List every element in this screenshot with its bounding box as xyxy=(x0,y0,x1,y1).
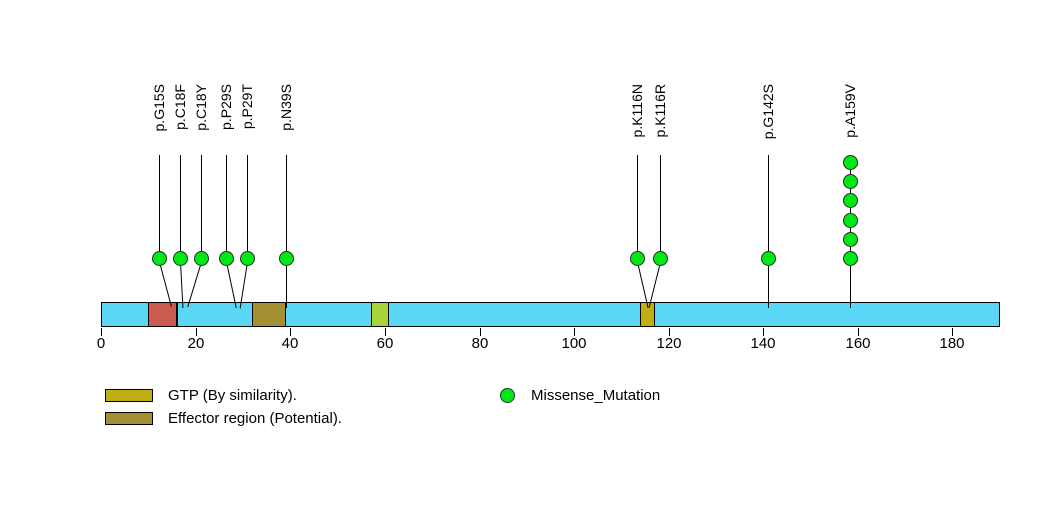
mutation-stem-p-P29T xyxy=(247,155,249,253)
axis-tick-80 xyxy=(480,328,481,336)
mutation-label-p-C18F[interactable]: p.C18F xyxy=(172,84,188,130)
axis-tick-100 xyxy=(574,328,575,336)
axis-tick-label-20: 20 xyxy=(187,335,205,352)
mutation-stem-bend-p-G15S xyxy=(159,261,173,307)
mutation-dot-p-A159V-1[interactable] xyxy=(843,155,858,170)
axis-tick-180 xyxy=(952,328,953,336)
axis-tick-160 xyxy=(858,328,859,336)
mutation-label-p-A159V[interactable]: p.A159V xyxy=(842,84,858,138)
axis-tick-40 xyxy=(290,328,291,336)
axis-tick-0 xyxy=(101,328,102,336)
mutation-label-p-G15S[interactable]: p.G15S xyxy=(151,84,167,132)
mutation-stem-p-G15S xyxy=(159,155,161,253)
axis-tick-60 xyxy=(385,328,386,336)
legend-label-effector: Effector region (Potential). xyxy=(168,410,342,427)
axis-tick-140 xyxy=(763,328,764,336)
mutation-label-p-K116R[interactable]: p.K116R xyxy=(652,84,668,138)
axis-tick-20 xyxy=(196,328,197,336)
mutation-stem-p-N39S xyxy=(286,155,288,308)
axis-tick-label-100: 100 xyxy=(561,335,587,352)
mutation-label-p-P29T[interactable]: p.P29T xyxy=(239,84,255,130)
axis-tick-label-40: 40 xyxy=(281,335,299,352)
mutation-stem-p-A159V xyxy=(850,155,852,308)
mutation-dot-p-A159V-4[interactable] xyxy=(843,213,858,228)
mutation-label-p-G142S[interactable]: p.G142S xyxy=(760,84,776,140)
mutation-stem-p-P29S xyxy=(226,155,228,253)
mutation-dot-p-K116N[interactable] xyxy=(630,251,645,266)
domain-region-effector-1[interactable] xyxy=(148,302,177,327)
axis-tick-label-60: 60 xyxy=(376,335,394,352)
mutation-stem-bend-p-C18Y xyxy=(187,261,203,308)
mutation-dot-p-C18F[interactable] xyxy=(173,251,188,266)
mutation-label-p-C18Y[interactable]: p.C18Y xyxy=(193,84,209,131)
mutation-dot-p-G15S[interactable] xyxy=(152,251,167,266)
axis-tick-120 xyxy=(669,328,670,336)
mutation-stem-p-K116R xyxy=(660,155,662,253)
mutation-label-p-K116N[interactable]: p.K116N xyxy=(629,84,645,138)
mutation-stem-p-C18F xyxy=(180,155,182,253)
mutation-dot-p-C18Y[interactable] xyxy=(194,251,209,266)
legend-label-gtp: GTP (By similarity). xyxy=(168,387,297,404)
mutation-dot-p-A159V-6[interactable] xyxy=(843,251,858,266)
axis-tick-label-120: 120 xyxy=(656,335,682,352)
mutation-stem-p-C18Y xyxy=(201,155,203,253)
domain-region-effector-2[interactable] xyxy=(252,302,286,327)
legend-label-missense-mutation: Missense_Mutation xyxy=(531,387,661,404)
mutation-stem-p-G142S xyxy=(768,155,770,308)
axis-tick-label-180: 180 xyxy=(939,335,965,352)
mutation-dot-p-G142S[interactable] xyxy=(761,251,776,266)
legend-swatch-gtp xyxy=(105,389,153,402)
legend-dot-missense-mutation xyxy=(500,388,515,403)
mutation-dot-p-N39S[interactable] xyxy=(279,251,294,266)
mutation-dot-p-P29S[interactable] xyxy=(219,251,234,266)
mutation-dot-p-A159V-5[interactable] xyxy=(843,232,858,247)
domain-region-gtp-1[interactable] xyxy=(371,302,389,327)
mutation-label-p-N39S[interactable]: p.N39S xyxy=(278,84,294,131)
mutation-dot-p-P29T[interactable] xyxy=(240,251,255,266)
mutation-label-p-P29S[interactable]: p.P29S xyxy=(218,84,234,130)
axis-tick-label-80: 80 xyxy=(471,335,489,352)
axis-tick-label-160: 160 xyxy=(845,335,871,352)
legend-swatch-effector xyxy=(105,412,153,425)
mutation-stem-p-K116N xyxy=(637,155,639,253)
axis-tick-label-140: 140 xyxy=(750,335,776,352)
mutation-stem-bend-p-K116R xyxy=(648,261,662,308)
axis-tick-label-0: 0 xyxy=(96,335,106,352)
mutation-dot-p-A159V-2[interactable] xyxy=(843,174,858,189)
mutation-dot-p-K116R[interactable] xyxy=(653,251,668,266)
mutation-dot-p-A159V-3[interactable] xyxy=(843,193,858,208)
